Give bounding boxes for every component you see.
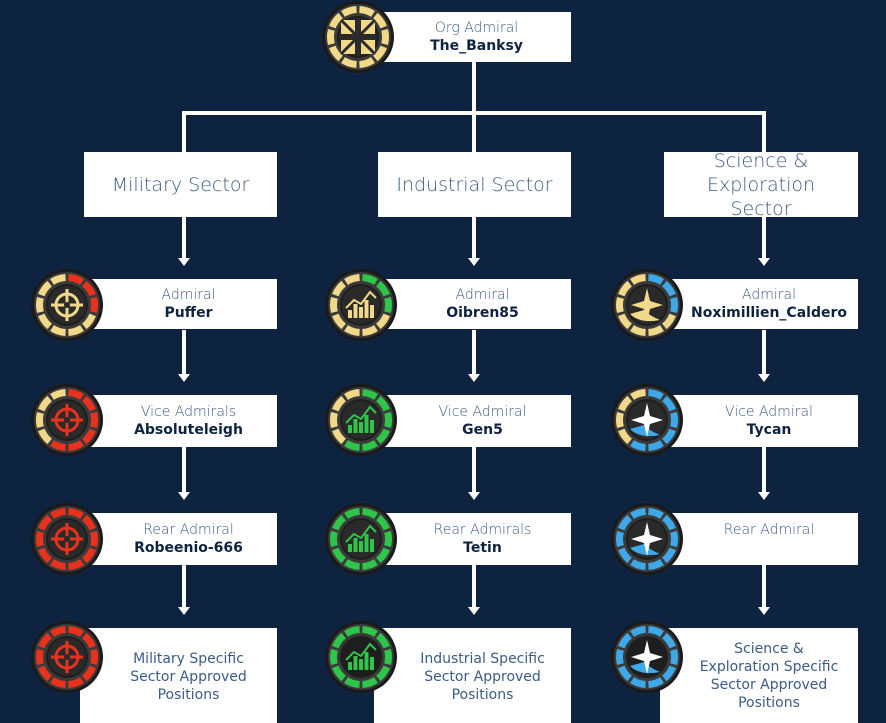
crosshair-icon: [31, 621, 103, 693]
rank-name: Absoluteleigh: [134, 422, 243, 438]
bar-chart-icon: [325, 503, 397, 575]
rank-badge: [30, 268, 104, 342]
rank-role: Vice Admiral: [438, 404, 527, 420]
union-jack-icon: [322, 1, 394, 73]
rank-role: Admiral: [161, 287, 216, 303]
crosshair-icon: [31, 269, 103, 341]
arrow-head: [758, 607, 770, 615]
rank-badge: [324, 268, 398, 342]
top-role: Org Admiral: [434, 20, 519, 36]
bar-chart-icon: [325, 621, 397, 693]
sector-header: Military Sector: [84, 152, 277, 217]
rank-name: Puffer: [164, 305, 213, 321]
top-badge: [321, 0, 395, 74]
rank-box: Rear Admiral: [660, 513, 858, 565]
rank-badge: [30, 502, 104, 576]
arrow-head: [468, 374, 480, 382]
rank-badge: [30, 383, 104, 457]
arrow-head: [178, 492, 190, 500]
sector-header: Science & Exploration Sector: [664, 150, 858, 220]
positions-badge: [324, 620, 398, 694]
sector-title: Military Sector: [111, 173, 250, 196]
arrow-head: [758, 492, 770, 500]
rank-role: Vice Admiral: [725, 404, 813, 420]
rank-badge: [324, 383, 398, 457]
sector-header: Industrial Sector: [378, 152, 571, 217]
positions-badge: [610, 620, 684, 694]
rank-name: Oibren85: [446, 305, 519, 321]
positions-box: Industrial Specific Sector Approved Posi…: [374, 628, 571, 723]
rank-badge: [610, 268, 684, 342]
arrow-head: [178, 374, 190, 382]
rank-name: Noximillien_Caldero: [691, 305, 847, 321]
arrow-head: [468, 492, 480, 500]
rank-role: Rear Admiral: [143, 522, 234, 538]
rank-badge: [610, 383, 684, 457]
star-planet-icon: [611, 503, 683, 575]
positions-box: Science & Exploration Specific Sector Ap…: [660, 628, 858, 723]
rank-name: Tycan: [746, 422, 792, 438]
arrow-head: [178, 258, 190, 266]
arrow-head: [178, 607, 190, 615]
rank-name: Tetin: [463, 540, 502, 556]
rank-badge: [610, 502, 684, 576]
positions-badge: [30, 620, 104, 694]
star-planet-icon: [611, 621, 683, 693]
rank-name: Gen5: [462, 422, 503, 438]
rank-role: Admiral: [742, 287, 796, 303]
bar-chart-icon: [325, 269, 397, 341]
rank-role: Rear Admirals: [433, 522, 532, 538]
rank-role: Vice Admirals: [140, 404, 237, 420]
crosshair-icon: [31, 384, 103, 456]
arrow-head: [758, 374, 770, 382]
star-planet-icon: [611, 269, 683, 341]
crosshair-icon: [31, 503, 103, 575]
rank-name: Robeenio-666: [134, 540, 243, 556]
sector-title: Industrial Sector: [396, 173, 553, 196]
bar-chart-icon: [325, 384, 397, 456]
rank-badge: [324, 502, 398, 576]
arrow-head: [468, 607, 480, 615]
sector-title: Science & Exploration Sector: [706, 149, 816, 220]
star-planet-icon: [611, 384, 683, 456]
positions-text: Science & Exploration Specific Sector Ap…: [699, 641, 839, 711]
arrow-head: [758, 258, 770, 266]
arrow-head: [468, 258, 480, 266]
positions-text: Industrial Specific Sector Approved Posi…: [420, 651, 545, 703]
rank-role: Rear Admiral: [723, 522, 815, 538]
top-name: The_Banksy: [430, 38, 523, 54]
positions-box: Military Specific Sector Approved Positi…: [80, 628, 277, 723]
rank-role: Admiral: [455, 287, 510, 303]
positions-text: Military Specific Sector Approved Positi…: [130, 651, 247, 703]
